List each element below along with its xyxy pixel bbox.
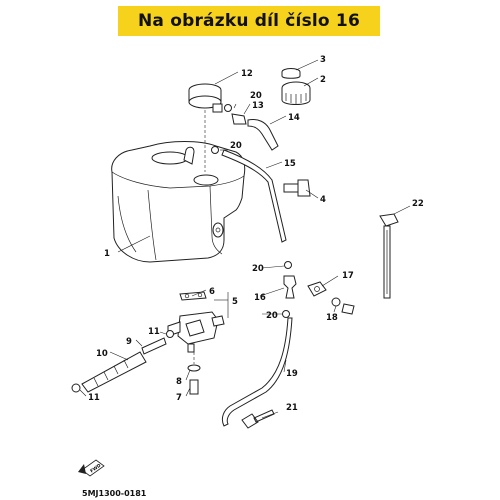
label-11-lower: 11	[88, 393, 100, 403]
hose-10[interactable]	[81, 351, 147, 393]
bolt-7[interactable]	[189, 379, 199, 395]
label-3: 3	[320, 55, 326, 65]
hose-clip-mid[interactable]	[211, 146, 219, 154]
breather-hose[interactable]	[247, 119, 279, 151]
washer-8[interactable]	[187, 364, 201, 372]
label-13: 13	[252, 101, 264, 111]
label-17: 17	[342, 271, 354, 281]
label-7: 7	[176, 393, 182, 403]
cap-gasket[interactable]	[281, 68, 301, 79]
fwd-arrow-icon: FWD	[78, 459, 105, 477]
bolt-21[interactable]	[241, 409, 275, 429]
label-12: 12	[241, 69, 253, 79]
washer-18[interactable]	[331, 297, 341, 307]
pipe-9[interactable]	[141, 337, 167, 355]
label-15: 15	[284, 159, 296, 169]
mounting-bolt[interactable]	[283, 179, 311, 197]
label-22: 22	[412, 199, 424, 209]
label-2: 2	[320, 75, 326, 85]
tank-cap[interactable]	[281, 81, 311, 105]
label-19: 19	[286, 369, 298, 379]
fuel-cock[interactable]	[167, 311, 225, 353]
label-20-mid: 20	[230, 141, 242, 151]
clip-11-upper[interactable]	[166, 330, 174, 338]
fuel-tank[interactable]	[111, 141, 246, 263]
hose-fitting-16[interactable]	[283, 275, 297, 299]
fwd-text: FWD	[89, 463, 102, 475]
label-16: 16	[254, 293, 266, 303]
breather-nipple[interactable]	[231, 113, 247, 125]
label-10: 10	[96, 349, 108, 359]
leader-lines	[79, 59, 411, 419]
label-8: 8	[176, 377, 182, 387]
part-labels: 1 2 3 4 5 6 7 8 9 10 11 11 12 13 14 15 1…	[88, 55, 424, 413]
label-14: 14	[288, 113, 300, 123]
label-5: 5	[232, 297, 238, 307]
hose-clip-top[interactable]	[224, 104, 232, 112]
label-1: 1	[104, 249, 110, 259]
hose-clip-lower[interactable]	[284, 261, 292, 269]
label-18: 18	[326, 313, 338, 323]
fuel-hose[interactable]	[221, 317, 293, 427]
screw-18[interactable]	[341, 303, 355, 315]
cock-gasket[interactable]	[179, 291, 207, 301]
hose-clip-bottom[interactable]	[282, 310, 290, 318]
highlight-banner: Na obrázku díl číslo 16	[118, 6, 380, 36]
label-20-top: 20	[250, 91, 262, 101]
hose-clamp[interactable]	[307, 281, 327, 297]
diagram-code: 5MJ1300-0181	[82, 489, 147, 498]
label-4: 4	[320, 195, 326, 205]
label-9: 9	[126, 337, 132, 347]
label-21: 21	[286, 403, 298, 413]
tank-strap[interactable]	[379, 213, 399, 299]
overflow-hose[interactable]	[221, 149, 287, 243]
filler-neck[interactable]	[188, 83, 223, 113]
label-11-upper: 11	[148, 327, 160, 337]
label-20-lower: 20	[252, 264, 264, 274]
banner-text: Na obrázku díl číslo 16	[138, 11, 360, 31]
label-6: 6	[209, 287, 215, 297]
clip-11-lower[interactable]	[71, 383, 81, 393]
label-20-bottom: 20	[266, 311, 278, 321]
